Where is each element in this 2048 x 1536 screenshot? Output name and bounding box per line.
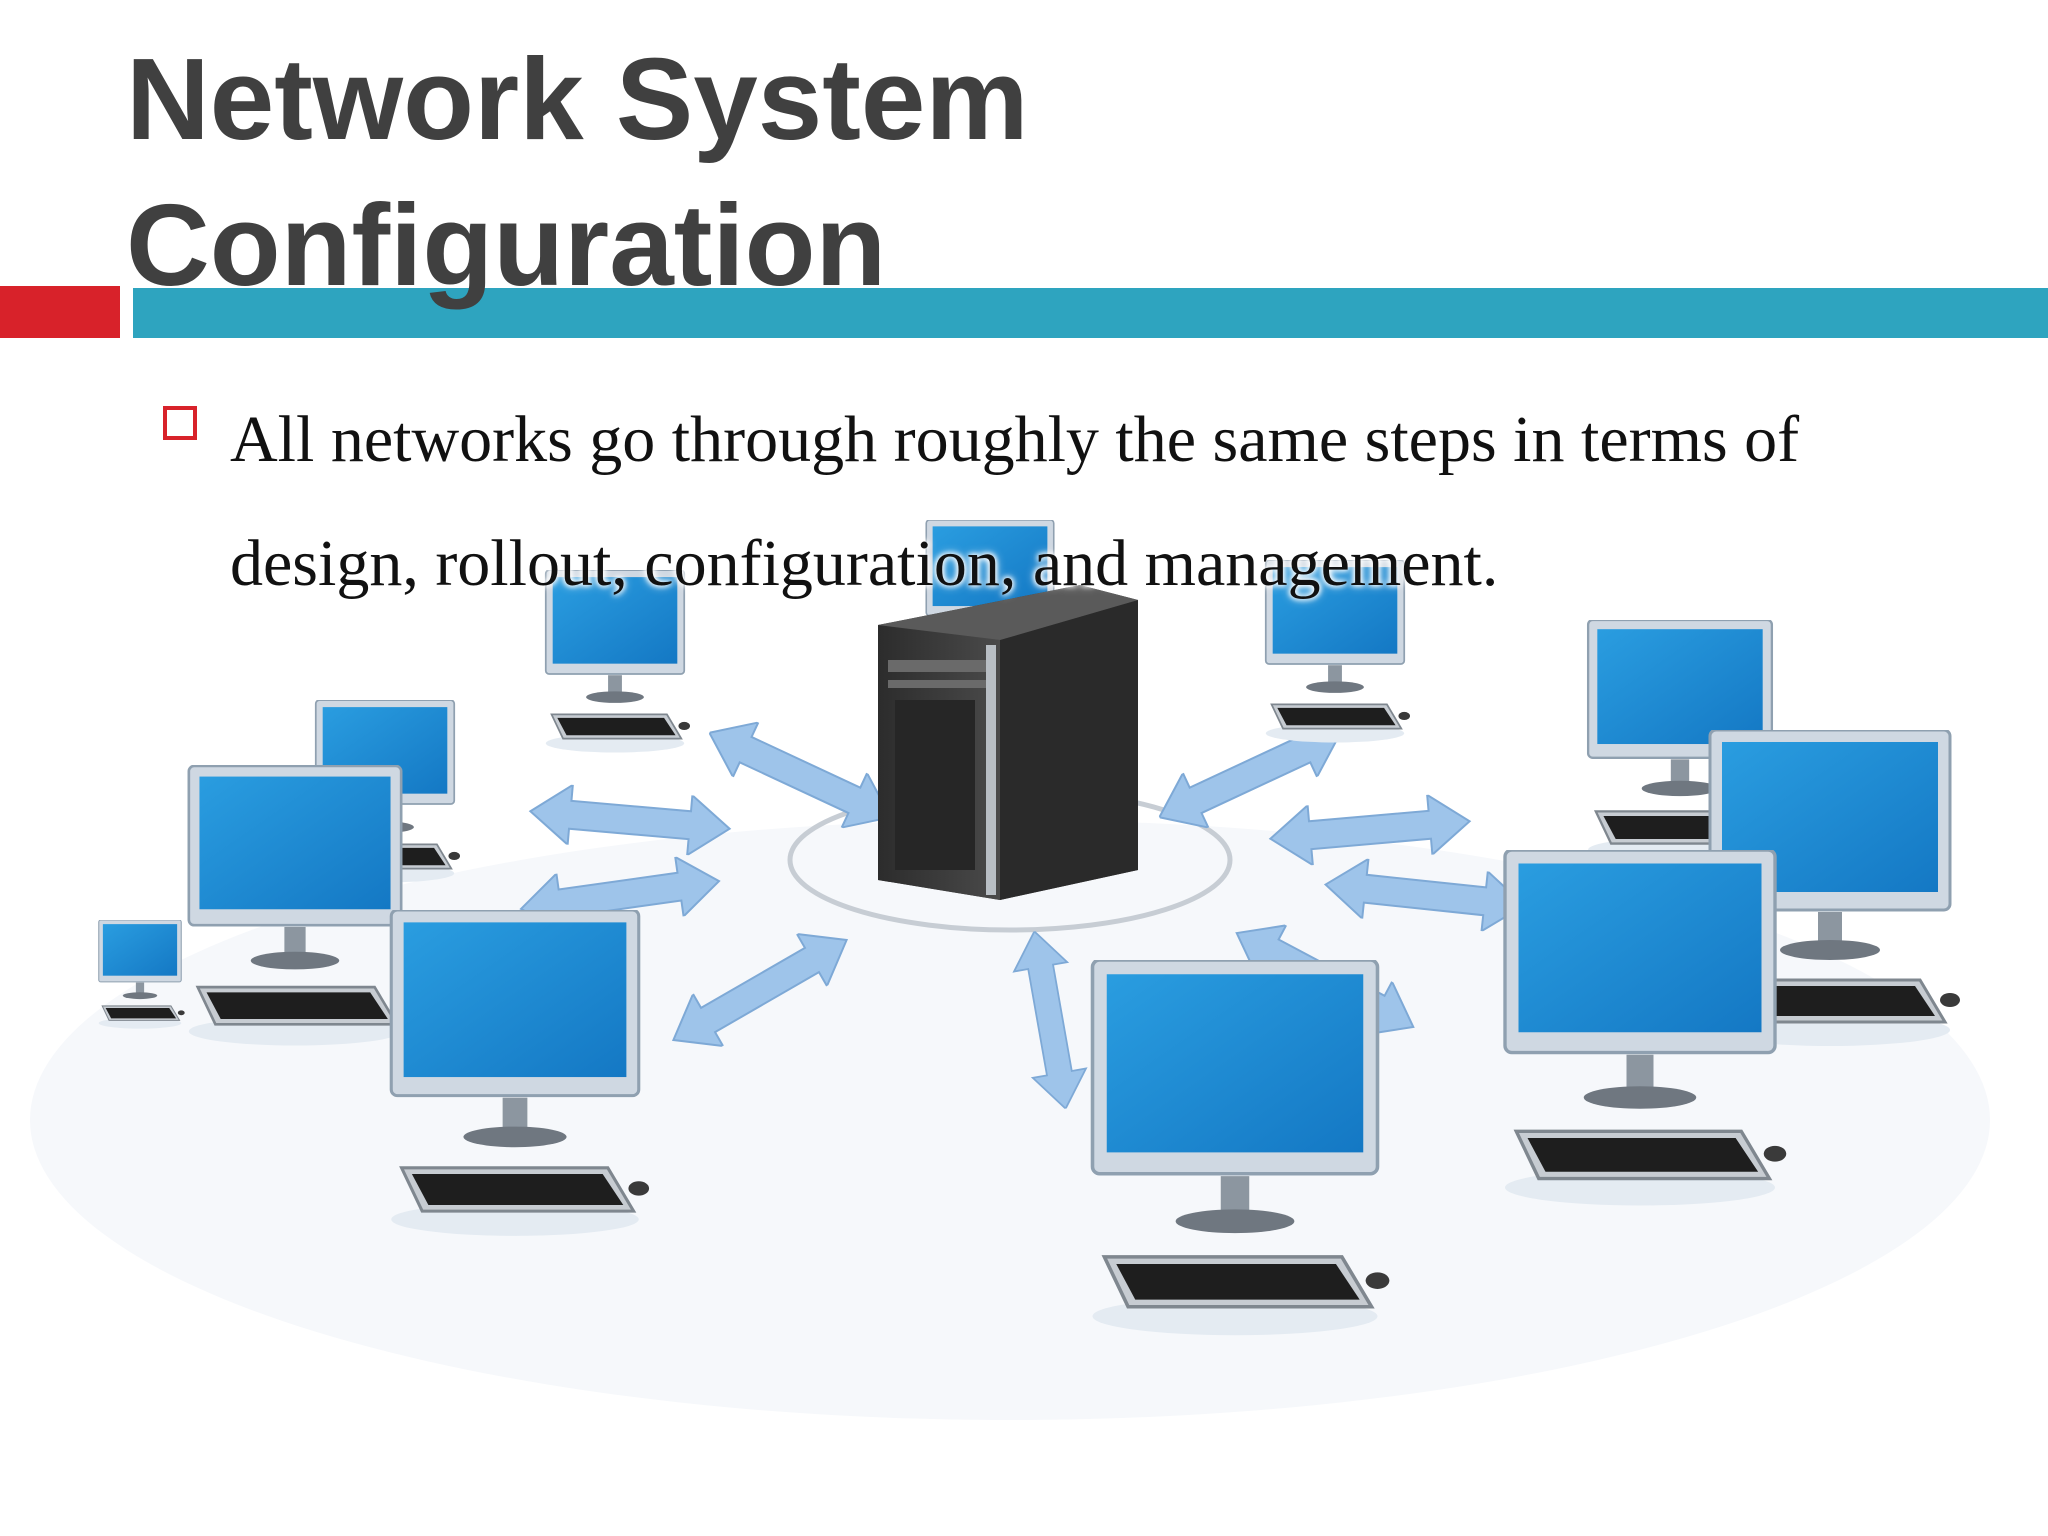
slide-title: Network System Configuration: [126, 26, 1626, 318]
teal-accent-bar: [133, 288, 2048, 338]
red-accent-bar: [0, 286, 120, 338]
title-line-2: Configuration: [126, 180, 887, 310]
square-bullet-icon: [163, 406, 197, 440]
server-tower: [878, 585, 1138, 900]
network-illustration: [30, 520, 1990, 1420]
title-line-1: Network System: [126, 34, 1029, 164]
bullet-item: All networks go through roughly the same…: [160, 378, 1860, 626]
bullet-list: All networks go through roughly the same…: [160, 378, 1860, 626]
bullet-text: All networks go through roughly the same…: [230, 403, 1800, 600]
